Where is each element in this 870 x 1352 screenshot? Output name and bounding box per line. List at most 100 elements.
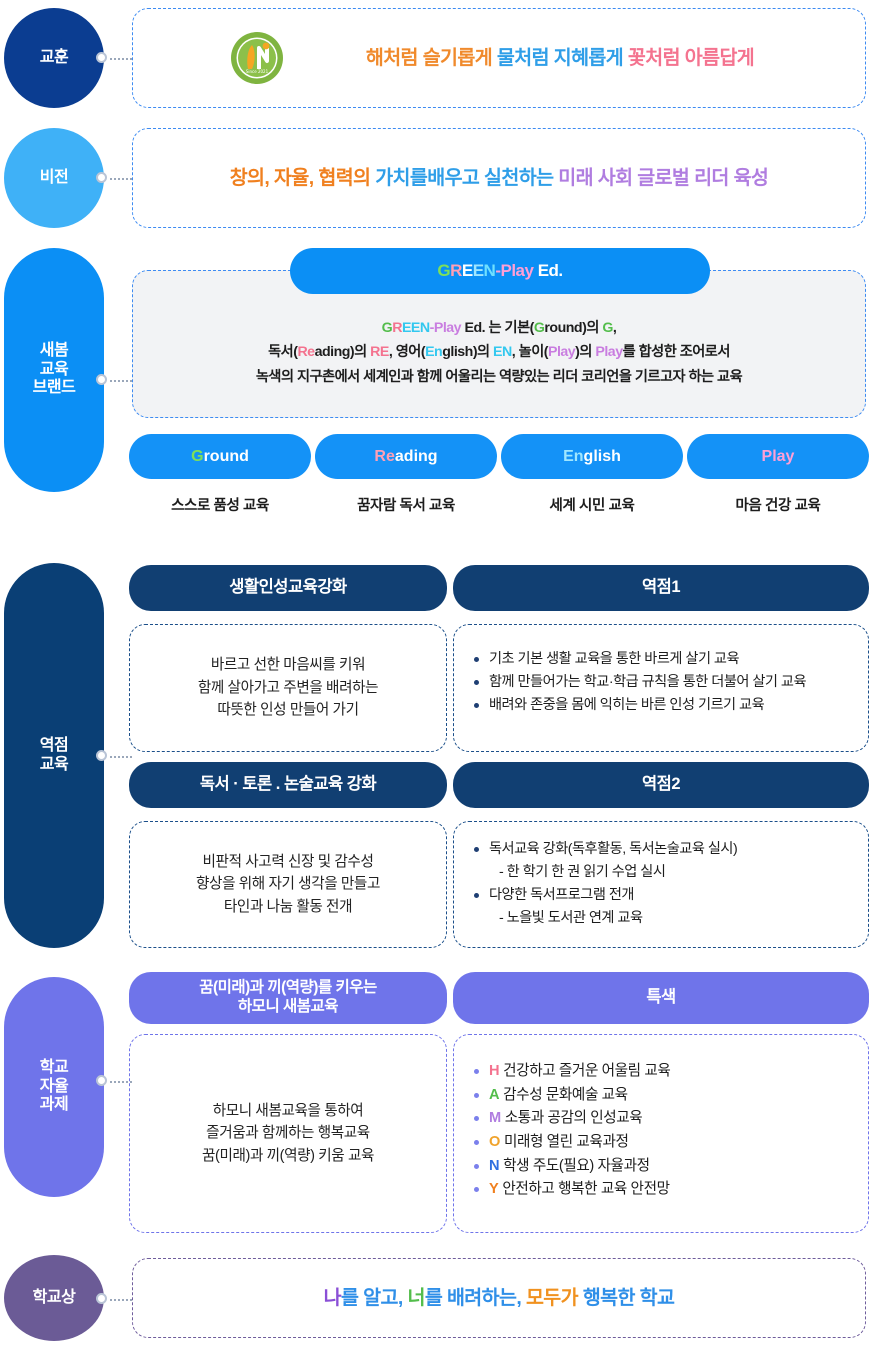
text-segment: En <box>425 344 443 361</box>
badge-vision-label: 비전 <box>39 168 69 186</box>
focus-row2-right-header: 역점2 <box>453 762 869 808</box>
connector-leader-brand <box>110 380 132 382</box>
text-segment: G <box>437 260 451 280</box>
motto-text: 해처럼 슬기롭게 물처럼 지혜롭게 꽃처럼 아름답게 <box>300 32 820 84</box>
list-item: 기초 기본 생활 교육을 통한 바르게 살기 교육 <box>473 648 863 671</box>
text-segment: EN <box>493 344 512 361</box>
text-segment: 독서( <box>268 344 298 361</box>
focus-row1-left-panel <box>129 624 447 752</box>
harmony-text: 소통과 공감의 인성교육 <box>504 1110 643 1127</box>
brand-title-text: GREEN-Play Ed. <box>437 260 563 281</box>
school-image-part-3: 너 <box>407 1286 425 1309</box>
focus-row2-left-text: 비판적 사고력 신장 및 감수성 향상을 위해 자기 생각을 만들고 타인과 나… <box>139 821 437 948</box>
text-segment: G <box>191 447 204 465</box>
connector-dot-brand <box>96 374 107 385</box>
badge-brand-label-1: 새봄 <box>39 341 69 359</box>
text-segment: E <box>472 260 484 280</box>
autonomy-left-panel <box>129 1034 447 1233</box>
badge-school-image[interactable]: 학교상 <box>4 1255 104 1341</box>
focus-row2-right-panel <box>453 821 869 948</box>
badge-autonomy[interactable]: 학교 자율 과제 <box>4 977 104 1197</box>
brand-pill-ground-label: Ground <box>191 448 249 466</box>
text-segment: ading)의 <box>314 344 371 361</box>
badge-school-image-label: 학교상 <box>32 1288 76 1306</box>
text-segment: Play <box>595 344 623 361</box>
text-segment: glish)의 <box>442 344 494 361</box>
brand-pill-reading[interactable]: Reading <box>315 434 497 479</box>
brand-pill-play[interactable]: Play <box>687 434 869 479</box>
text-segment: Play <box>547 344 576 361</box>
text-segment: R <box>392 320 402 336</box>
connector-dot-focus <box>96 750 107 761</box>
focus-row1-left-line-3: 따뜻한 인성 만들어 가기 <box>217 702 359 719</box>
brand-title-pill: GREEN-Play Ed. <box>290 248 710 294</box>
vision-part-3: 미래 사회 글로벌 리더 육성 <box>558 166 769 189</box>
text-segment: , 영어( <box>388 344 426 361</box>
school-image-part-4: 를 배려하는, <box>424 1286 526 1309</box>
school-image-part-6: 행복한 학교 <box>578 1286 675 1309</box>
focus-row2-left-line-3: 타인과 나눔 활동 전개 <box>223 898 353 915</box>
badge-autonomy-label-3: 과제 <box>39 1096 69 1114</box>
brand-pill-english[interactable]: English <box>501 434 683 479</box>
list-item: 함께 만들어가는 학교·학급 규칙을 통한 더불어 살기 교육 <box>473 671 863 694</box>
brand-pill-english-label: English <box>563 448 621 466</box>
school-image-part-5: 모두가 <box>525 1286 579 1309</box>
connector-dot-vision <box>96 172 107 183</box>
text-segment: RE <box>370 344 389 361</box>
school-image-part-1: 나 <box>323 1286 342 1309</box>
connector-leader-focus <box>110 756 132 758</box>
text-segment: E <box>461 260 473 280</box>
autonomy-right-header: 특색 <box>453 972 869 1024</box>
connector-dot-autonomy <box>96 1075 107 1086</box>
badge-gyohun[interactable]: 교훈 <box>4 8 104 108</box>
harmony-text: 건강하고 즐거운 어울림 교육 <box>503 1063 671 1079</box>
focus-row1-right-panel <box>453 624 869 752</box>
autonomy-left-header-line-1: 꿈(미래)과 끼(역량)를 키우는 <box>199 979 377 997</box>
text-segment: R <box>450 260 462 280</box>
harmony-text: 안전하고 행복한 교육 안전망 <box>502 1181 670 1198</box>
focus-row1-left-line-1: 바르고 선한 마음씨를 키워 <box>210 657 366 674</box>
brand-caption-english: 세계 시민 교육 <box>549 498 635 514</box>
focus-row2-right-list: 독서교육 강화(독후활동, 독서논술교육 실시)- 한 학기 한 권 읽기 수업… <box>473 838 863 930</box>
brand-caption-play: 마음 건강 교육 <box>735 498 821 514</box>
text-segment: EE <box>401 320 420 336</box>
motto-part-1: 해처럼 슬기롭게 <box>365 46 493 69</box>
vision-part-2: 가치를배우고 실천하는 <box>375 166 554 189</box>
focus-row1-left-line-2: 함께 살아가고 주변을 배려하는 <box>197 679 379 696</box>
text-segment: G <box>381 320 393 336</box>
brand-pill-play-label: Play <box>762 448 795 466</box>
connector-dot-school-image <box>96 1293 107 1304</box>
school-emblem-icon: Since 2021 <box>231 32 283 84</box>
school-image-text: 나를 알고, 너를 배려하는, 모두가 행복한 학교 <box>152 1258 846 1338</box>
badge-focus[interactable]: 역점 교육 <box>4 563 104 948</box>
autonomy-right-panel <box>453 1034 869 1233</box>
brand-caption-reading: 꿈자람 독서 교육 <box>357 498 455 514</box>
brand-pill-ground[interactable]: Ground <box>129 434 311 479</box>
panel-vision <box>132 128 866 228</box>
badge-vision[interactable]: 비전 <box>4 128 104 228</box>
badge-brand[interactable]: 새봄 교육 브랜드 <box>4 248 104 492</box>
text-segment: 녹색의 지구촌에서 세계인과 함께 어울리는 역량있는 리더 코리언을 기르고자… <box>255 368 743 385</box>
autonomy-left-line-1: 하모니 새봄교육을 통하여 <box>212 1102 364 1119</box>
text-segment: )의 <box>575 344 596 361</box>
connector-leader-gyohun <box>110 58 132 60</box>
autonomy-left-header: 꿈(미래)과 끼(역량)를 키우는 하모니 새봄교육 <box>129 972 447 1024</box>
badge-autonomy-label-2: 자율 <box>39 1077 69 1095</box>
brand-pill-reading-label: Reading <box>374 448 437 466</box>
badge-focus-label-1: 역점 <box>39 736 69 754</box>
text-segment: N <box>483 260 496 280</box>
badge-brand-label-3: 브랜드 <box>32 379 76 397</box>
panel-brand <box>132 270 866 418</box>
connector-dot-gyohun <box>96 52 107 63</box>
brand-description-line-3: 녹색의 지구촌에서 세계인과 함께 어울리는 역량있는 리더 코리언을 기르고자… <box>152 365 846 389</box>
svg-text:Since 2021: Since 2021 <box>246 69 269 74</box>
harmony-letter: Y <box>489 1181 499 1198</box>
text-segment: ading <box>394 447 438 465</box>
text-segment: Play <box>761 447 795 465</box>
